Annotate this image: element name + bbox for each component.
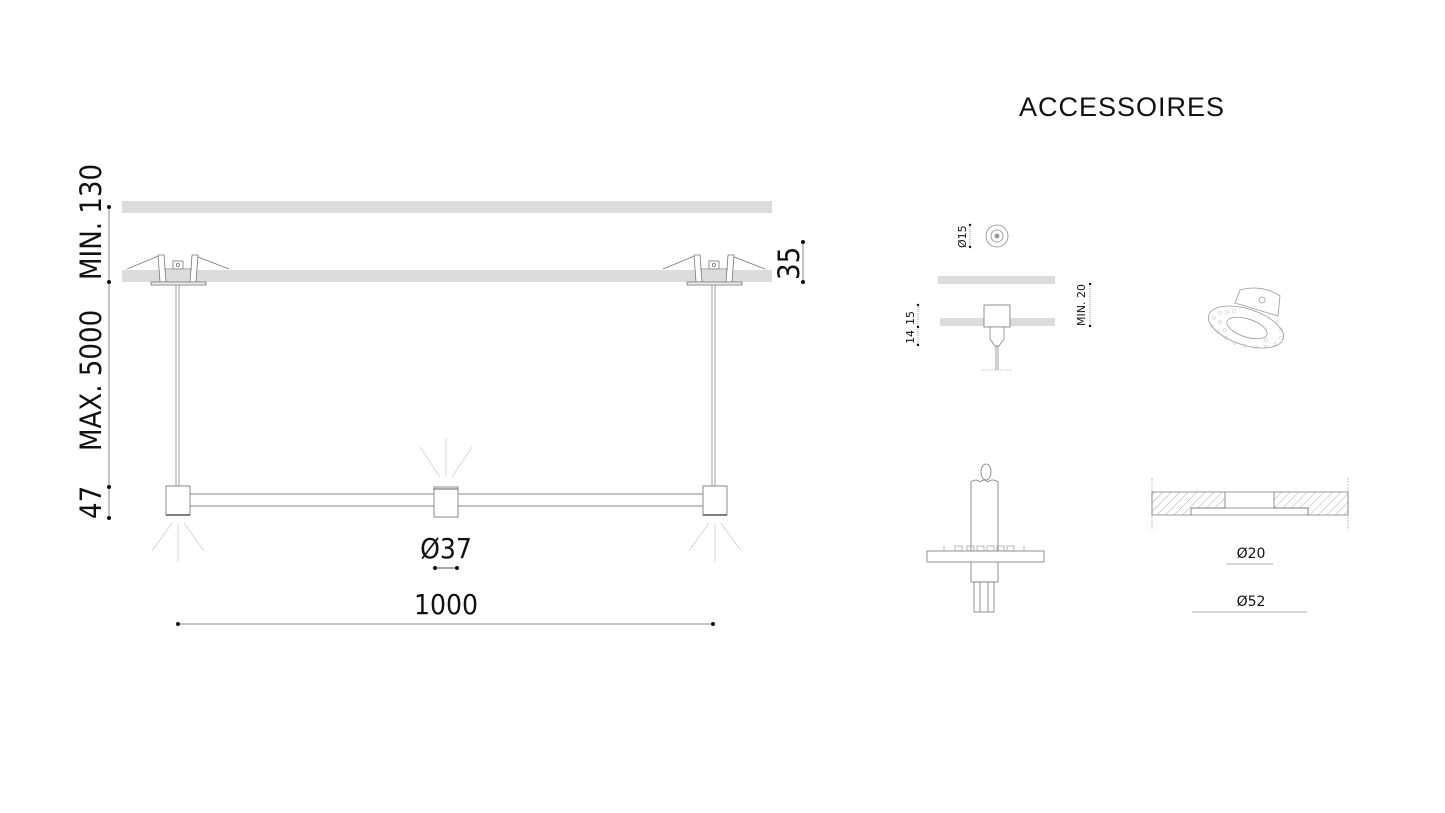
dim-15-label: 15 [904,311,917,325]
ceiling-gap-label: MIN. 130 [74,164,108,280]
suspension-cables [175,285,716,487]
accessory-section-view: Ø20 Ø52 [1151,478,1349,613]
body-height-label: 47 [74,486,108,519]
dim-14-label: 14 [904,330,917,344]
vertical-dimension-line [107,205,111,520]
diameter-dimension-line [433,566,459,570]
accessories-section: ACCESSOIRES Ø15 15 14 [904,92,1349,613]
accessory-trimless-ring [1208,287,1284,349]
inner-diameter-label: Ø20 [1237,546,1266,562]
min-gap-label: MIN. 20 [1075,284,1088,326]
left-ceiling-mount [126,254,230,286]
cap-diameter-label: Ø15 [956,225,969,248]
diameter-label: Ø37 [420,532,472,565]
right-ceiling-mount [662,254,766,286]
cable-length-label: MAX. 5000 [74,310,108,451]
recess-depth-dimension-line [801,240,805,284]
outer-diameter-label: Ø52 [1237,594,1266,610]
recess-depth-label: 35 [772,247,806,280]
light-bar [165,485,728,518]
lower-ceiling [122,270,772,282]
accessory-mount-detail: Ø15 15 14 MIN. 20 [904,223,1092,371]
accessory-drill-bit [926,463,1045,613]
length-label: 1000 [414,588,478,621]
light-rays [151,438,742,562]
accessories-title: ACCESSOIRES [1019,92,1225,122]
main-view: MIN. 130 MAX. 5000 47 [74,164,806,626]
length-dimension-line [176,622,715,626]
upper-ceiling [122,201,772,213]
